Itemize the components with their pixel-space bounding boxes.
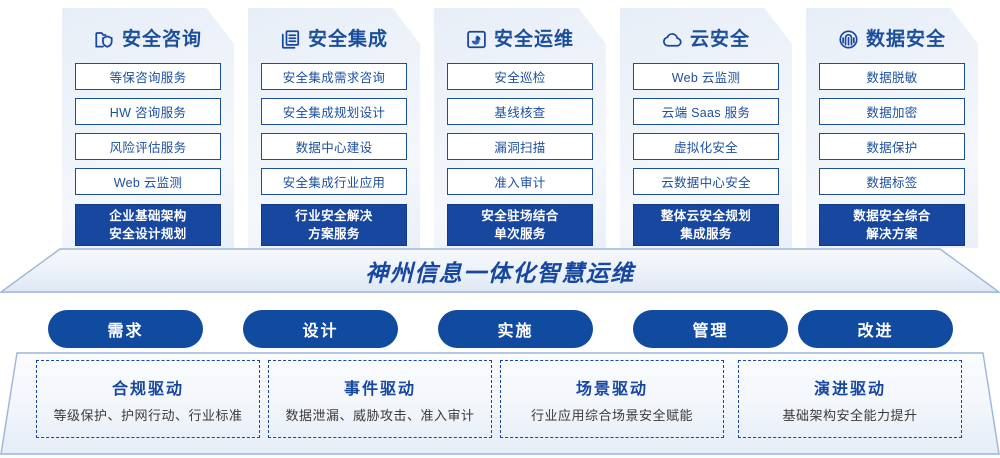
service-item[interactable]: 风险评估服务 [75, 133, 221, 160]
column-summary-line1: 安全驻场结合 [481, 208, 559, 223]
service-item[interactable]: 安全巡检 [447, 63, 593, 90]
cloud-icon [662, 29, 683, 50]
column-header-security-operations: 安全运维 [434, 24, 606, 54]
platform-banner-title: 神州信息一体化智慧运维 [365, 259, 635, 286]
column-summary-box[interactable]: 数据安全综合解决方案 [819, 204, 965, 246]
driver-card-1[interactable]: 合规驱动等级保护、护网行动、行业标准 [36, 360, 260, 438]
capability-column-security-integration: 安全集成安全集成需求咨询安全集成规划设计数据中心建设安全集成行业应用行业安全解决… [248, 8, 420, 248]
column-title: 云安全 [689, 28, 750, 50]
driver-title: 合规驱动 [111, 380, 184, 398]
service-item[interactable]: 云数据中心安全 [633, 168, 779, 195]
driver-subtitle: 行业应用综合场景安全赋能 [530, 407, 693, 423]
column-header-cloud-security: 云安全 [620, 24, 792, 54]
capability-column-security-operations: 安全运维安全巡检基线核查漏洞扫描准入审计安全驻场结合单次服务 [434, 8, 606, 248]
column-summary-box[interactable]: 安全驻场结合单次服务 [447, 204, 593, 246]
column-summary-box[interactable]: 企业基础架构安全设计规划 [75, 204, 221, 246]
service-item[interactable]: 等保咨询服务 [75, 63, 221, 90]
service-item[interactable]: 数据标签 [819, 168, 965, 195]
service-item[interactable]: 云端 Saas 服务 [633, 98, 779, 125]
column-title: 安全咨询 [121, 28, 202, 50]
driver-card-3[interactable]: 场景驱动行业应用综合场景安全赋能 [500, 360, 724, 438]
service-item[interactable]: 数据中心建设 [261, 133, 407, 160]
column-summary-box[interactable]: 行业安全解决方案服务 [261, 204, 407, 246]
service-item[interactable]: 准入审计 [447, 168, 593, 195]
driver-card-2[interactable]: 事件驱动数据泄漏、威胁攻击、准入审计 [268, 360, 492, 438]
fingerprint-icon [838, 29, 859, 50]
column-summary-line2: 安全设计规划 [109, 227, 187, 241]
service-item[interactable]: 数据加密 [819, 98, 965, 125]
column-title: 安全运维 [493, 28, 574, 50]
service-item[interactable]: 基线核查 [447, 98, 593, 125]
capability-column-security-consulting: 安全咨询等保咨询服务 HW 咨询服务风险评估服务 Web 云监测企业基础架构安全设计… [62, 8, 234, 248]
documents-copy-icon [280, 29, 301, 50]
service-item[interactable]: 数据脱敏 [819, 63, 965, 90]
column-summary-line2: 方案服务 [308, 227, 360, 241]
phase-pill-row: 需求 设计 实施 管理改进 [0, 310, 1000, 348]
phase-pill-2[interactable]: 设计 [243, 310, 398, 348]
column-header-security-integration: 安全集成 [248, 24, 420, 54]
service-item[interactable]: 数据保护 [819, 133, 965, 160]
driver-title: 事件驱动 [343, 380, 416, 398]
capability-column-cloud-security: 云安全 Web 云监测云端 Saas 服务虚拟化安全云数据中心安全整体云安全规划集… [620, 8, 792, 248]
phase-pill-1[interactable]: 需求 [48, 310, 203, 348]
column-summary-line1: 数据安全综合 [853, 208, 931, 223]
column-summary-line1: 整体云安全规划 [660, 208, 752, 223]
phase-pill-5[interactable]: 改进 [798, 310, 953, 348]
column-header-data-security: 数据安全 [806, 24, 978, 54]
service-item[interactable]: 漏洞扫描 [447, 133, 593, 160]
column-summary-box[interactable]: 整体云安全规划集成服务 [633, 204, 779, 246]
driver-subtitle: 基础架构安全能力提升 [782, 407, 918, 423]
phase-pill-3[interactable]: 实施 [438, 310, 593, 348]
column-summary-line1: 企业基础架构 [109, 208, 187, 223]
service-item[interactable]: 虚拟化安全 [633, 133, 779, 160]
driver-card-4[interactable]: 演进驱动基础架构安全能力提升 [738, 360, 962, 438]
column-summary-line2: 单次服务 [494, 227, 546, 241]
driver-subtitle: 数据泄漏、威胁攻击、准入审计 [285, 407, 475, 423]
folder-shield-icon [94, 29, 115, 50]
service-item[interactable]: 安全集成行业应用 [261, 168, 407, 195]
column-header-security-consulting: 安全咨询 [62, 24, 234, 54]
capability-column-data-security: 数据安全数据脱敏数据加密数据保护数据标签数据安全综合解决方案 [806, 8, 978, 248]
driver-cards: 合规驱动等级保护、护网行动、行业标准事件驱动数据泄漏、威胁攻击、准入审计场景驱动… [0, 352, 1000, 455]
driver-title: 场景驱动 [575, 380, 648, 398]
service-item[interactable]: HW 咨询服务 [75, 98, 221, 125]
phase-pill-4[interactable]: 管理 [633, 310, 788, 348]
service-item[interactable]: 安全集成需求咨询 [261, 63, 407, 90]
capability-columns: 安全咨询等保咨询服务 HW 咨询服务风险评估服务 Web 云监测企业基础架构安全设计… [62, 8, 978, 248]
service-item[interactable]: Web 云监测 [75, 168, 221, 195]
pie-chart-board-icon [466, 29, 487, 50]
column-title: 安全集成 [307, 28, 388, 50]
column-title: 数据安全 [865, 28, 946, 50]
column-summary-line2: 集成服务 [680, 227, 732, 241]
column-summary-line1: 行业安全解决 [295, 208, 373, 223]
service-item[interactable]: Web 云监测 [633, 63, 779, 90]
driver-title: 演进驱动 [813, 380, 886, 398]
driver-subtitle: 等级保护、护网行动、行业标准 [53, 407, 243, 423]
column-summary-line2: 解决方案 [866, 227, 918, 241]
service-item[interactable]: 安全集成规划设计 [261, 98, 407, 125]
